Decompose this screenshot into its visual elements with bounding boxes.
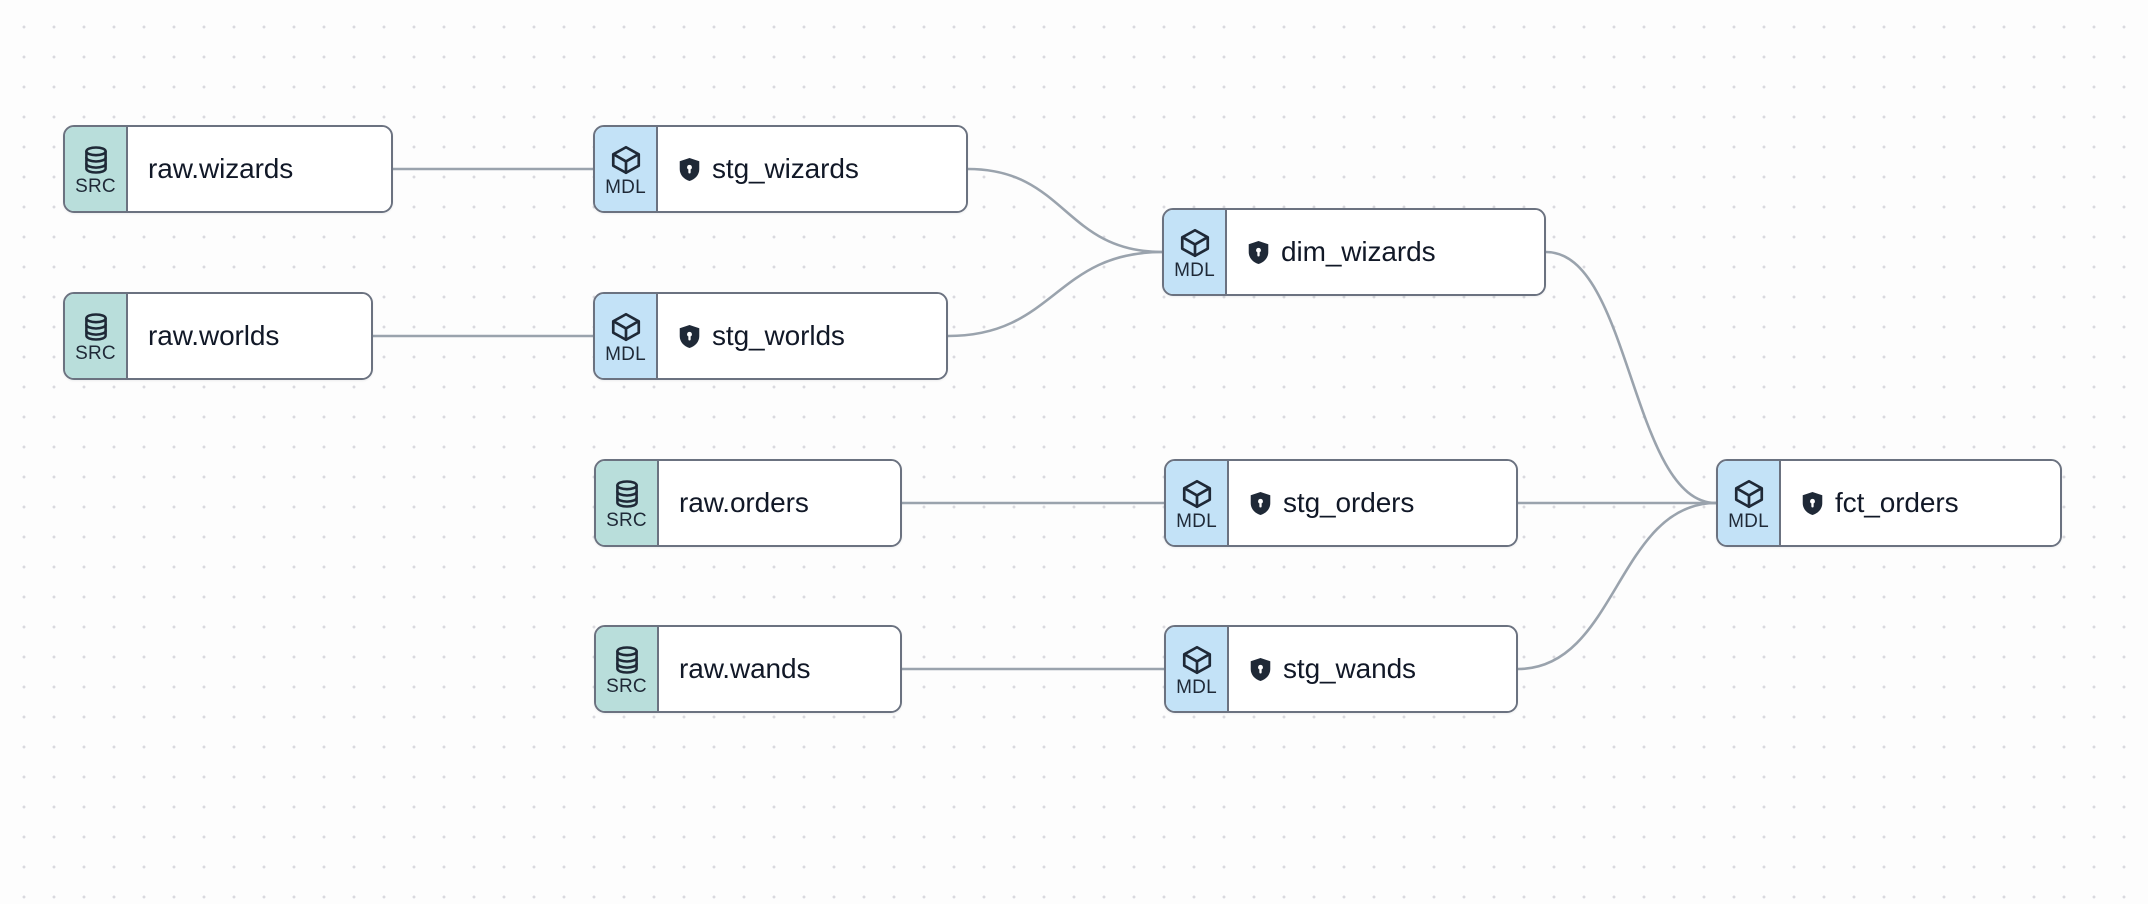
node-type-label: SRC	[75, 175, 116, 197]
lineage-node-raw_wizards[interactable]: SRC raw.wizards	[63, 125, 393, 213]
node-label: dim_wizards	[1281, 236, 1436, 267]
lineage-edge	[967, 167, 1163, 254]
cube-icon	[609, 310, 643, 344]
lineage-node-stg_orders[interactable]: MDL stg_orders	[1164, 459, 1518, 547]
node-body: dim_wizards	[1227, 210, 1544, 294]
node-type-badge: MDL	[1718, 461, 1781, 545]
node-type-badge: SRC	[65, 294, 128, 378]
node-type-badge: MDL	[595, 127, 658, 211]
shield-icon	[1249, 657, 1272, 682]
node-type-label: SRC	[606, 509, 647, 531]
node-type-badge: SRC	[65, 127, 128, 211]
node-body: raw.orders	[659, 461, 900, 545]
node-label: raw.wizards	[148, 153, 294, 184]
node-type-label: SRC	[606, 675, 647, 697]
node-type-label: MDL	[1728, 510, 1769, 532]
node-body: stg_wands	[1229, 627, 1516, 711]
shield-icon	[1801, 491, 1824, 516]
node-body: stg_worlds	[658, 294, 946, 378]
shield-icon	[678, 324, 701, 349]
lineage-node-stg_wands[interactable]: MDL stg_wands	[1164, 625, 1518, 713]
lineage-node-dim_wizards[interactable]: MDL dim_wizards	[1162, 208, 1546, 296]
node-label: stg_wands	[1283, 653, 1416, 684]
node-label: raw.wands	[679, 653, 811, 684]
lineage-node-stg_wizards[interactable]: MDL stg_wizards	[593, 125, 968, 213]
node-type-badge: SRC	[596, 627, 659, 711]
lineage-node-raw_orders[interactable]: SRC raw.orders	[594, 459, 902, 547]
lineage-node-raw_worlds[interactable]: SRC raw.worlds	[63, 292, 373, 380]
shield-icon	[1247, 240, 1270, 265]
node-type-label: MDL	[605, 176, 646, 198]
node-type-badge: MDL	[595, 294, 658, 378]
node-type-label: MDL	[1176, 510, 1217, 532]
lineage-node-fct_orders[interactable]: MDL fct_orders	[1716, 459, 2062, 547]
lineage-edge	[1545, 250, 1717, 505]
node-type-label: MDL	[605, 343, 646, 365]
node-label: fct_orders	[1835, 487, 1959, 518]
database-icon	[80, 144, 112, 176]
node-label: raw.worlds	[148, 320, 280, 351]
shield-icon	[1249, 491, 1272, 516]
lineage-node-raw_wands[interactable]: SRC raw.wands	[594, 625, 902, 713]
node-type-label: SRC	[75, 342, 116, 364]
lineage-node-stg_worlds[interactable]: MDL stg_worlds	[593, 292, 948, 380]
node-type-label: MDL	[1174, 259, 1215, 281]
node-label: raw.orders	[679, 487, 809, 518]
node-type-label: MDL	[1176, 676, 1217, 698]
node-label: stg_worlds	[712, 320, 845, 351]
shield-icon	[678, 157, 701, 182]
node-body: raw.wands	[659, 627, 900, 711]
database-icon	[611, 644, 643, 676]
database-icon	[611, 478, 643, 510]
cube-icon	[1180, 477, 1214, 511]
node-label: stg_orders	[1283, 487, 1415, 518]
node-type-badge: MDL	[1166, 627, 1229, 711]
cube-icon	[1178, 226, 1212, 260]
node-type-badge: MDL	[1164, 210, 1227, 294]
cube-icon	[609, 143, 643, 177]
node-type-badge: SRC	[596, 461, 659, 545]
node-body: stg_wizards	[658, 127, 966, 211]
node-body: stg_orders	[1229, 461, 1516, 545]
database-icon	[80, 311, 112, 343]
cube-icon	[1732, 477, 1766, 511]
node-body: raw.wizards	[128, 127, 391, 211]
cube-icon	[1180, 643, 1214, 677]
node-label: stg_wizards	[712, 153, 859, 184]
node-body: raw.worlds	[128, 294, 371, 378]
lineage-edge	[947, 250, 1163, 338]
node-type-badge: MDL	[1166, 461, 1229, 545]
node-body: fct_orders	[1781, 461, 2060, 545]
lineage-edge	[1517, 501, 1717, 671]
